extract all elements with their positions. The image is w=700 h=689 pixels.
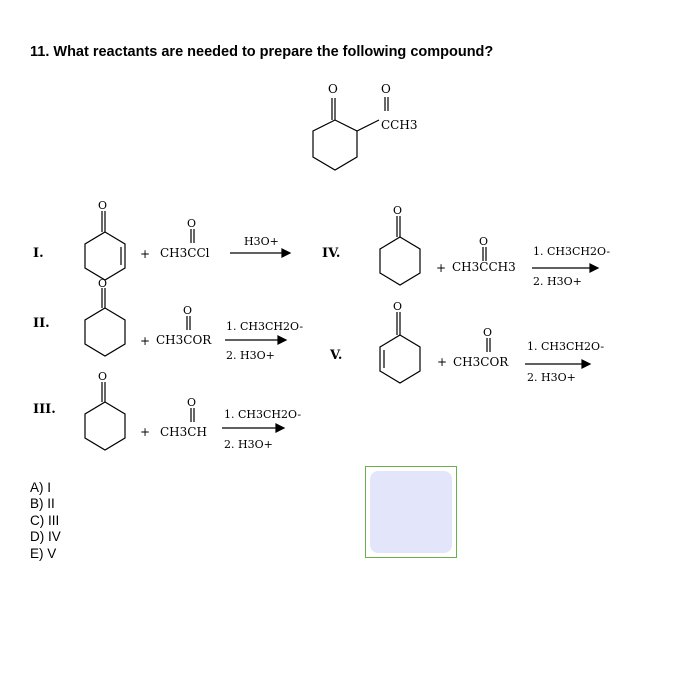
- svg-text:O: O: [187, 217, 196, 230]
- choice-b[interactable]: B) II: [30, 496, 55, 512]
- option-2-condition-1: 1. CH3CH2O-: [226, 320, 303, 333]
- option-4-numeral: IV.: [322, 246, 340, 261]
- svg-text:O: O: [479, 235, 488, 248]
- option-1-structure: [84, 211, 292, 281]
- choice-c[interactable]: C) III: [30, 512, 60, 528]
- option-5-condition-1: 1. CH3CH2O-: [527, 340, 604, 353]
- choice-e[interactable]: E) V: [30, 545, 57, 561]
- choice-d[interactable]: D) IV: [30, 529, 61, 545]
- svg-text:O: O: [483, 326, 492, 339]
- option-3-numeral: III.: [33, 402, 56, 417]
- option-2-numeral: II.: [33, 316, 50, 331]
- answer-choices: A) I B) II C) III D) IV E) V: [30, 480, 61, 562]
- option-3-structure: [84, 382, 286, 451]
- option-5-condition-2: 2. H3O+: [527, 371, 576, 384]
- option-3-reagent: CH3CH: [160, 425, 207, 439]
- svg-text:O: O: [393, 300, 402, 313]
- option-2-condition-2: 2. H3O+: [226, 349, 275, 362]
- option-2-structure: [84, 288, 288, 357]
- svg-text:O: O: [187, 396, 196, 409]
- svg-text:O: O: [98, 199, 107, 212]
- option-5-structure: [379, 312, 592, 384]
- question-title: 11. What reactants are needed to prepare…: [30, 44, 493, 60]
- option-5-reagent: CH3COR: [453, 355, 509, 369]
- svg-text:O: O: [98, 277, 107, 290]
- target-structure: [312, 97, 389, 171]
- option-4-condition-1: 1. CH3CH2O-: [533, 245, 610, 258]
- svg-text:O: O: [183, 304, 192, 317]
- question-number: 11.: [30, 44, 50, 60]
- option-3-condition-2: 2. H3O+: [224, 438, 273, 451]
- target-oxygen-2: O: [381, 82, 391, 96]
- answer-box[interactable]: [365, 466, 457, 558]
- svg-text:+: +: [140, 247, 150, 261]
- option-1-numeral: I.: [33, 246, 44, 261]
- svg-text:O: O: [98, 370, 107, 383]
- option-3-condition-1: 1. CH3CH2O-: [224, 408, 301, 421]
- svg-text:+: +: [436, 261, 446, 275]
- option-4-condition-2: 2. H3O+: [533, 275, 582, 288]
- option-5-numeral: V.: [329, 348, 342, 363]
- target-acyl-label: CCH3: [381, 118, 417, 132]
- option-1-reagent: CH3CCl: [160, 246, 210, 260]
- option-2-reagent: CH3COR: [156, 333, 212, 347]
- option-4-structure: [379, 216, 600, 286]
- option-4-reagent: CH3CCH3: [452, 260, 516, 274]
- answer-box-fill: [370, 471, 452, 553]
- option-1-condition-1: H3O+: [244, 235, 279, 248]
- svg-text:O: O: [393, 204, 402, 217]
- target-oxygen-1: O: [328, 82, 338, 96]
- svg-text:+: +: [437, 355, 447, 369]
- svg-text:+: +: [140, 425, 150, 439]
- choice-a[interactable]: A) I: [30, 480, 52, 495]
- svg-text:+: +: [140, 334, 150, 348]
- question-text: What reactants are needed to prepare the…: [53, 44, 494, 60]
